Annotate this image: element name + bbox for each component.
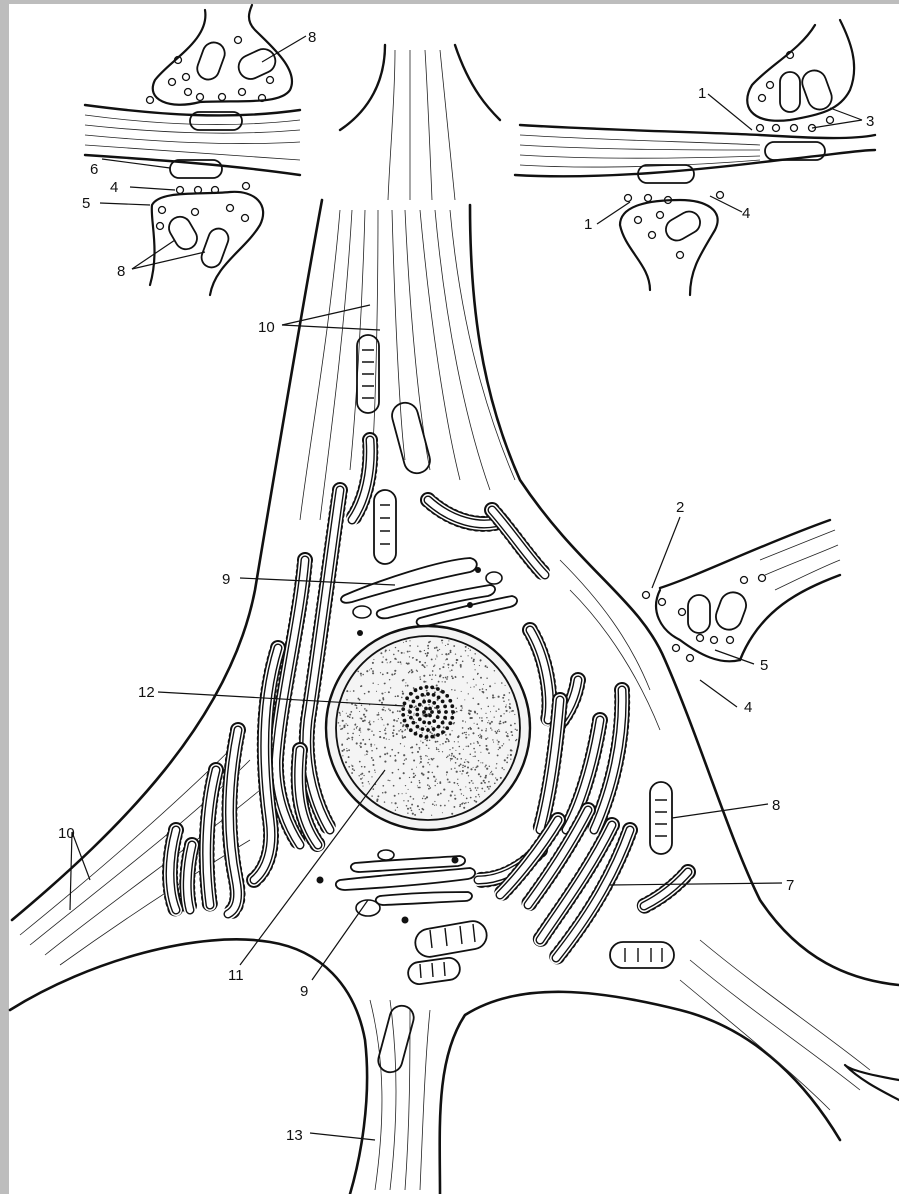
label-8-top: 8 <box>308 29 316 46</box>
label-5-right: 5 <box>760 657 768 674</box>
label-9-top: 9 <box>222 571 230 588</box>
label-11: 11 <box>228 967 244 984</box>
label-10-top: 10 <box>258 319 275 336</box>
synapse-top-right <box>515 20 875 295</box>
label-4-left: 4 <box>110 179 118 196</box>
label-3: 3 <box>866 113 874 130</box>
label-8-left: 8 <box>117 263 125 280</box>
label-8-right: 8 <box>772 797 780 814</box>
nucleus <box>326 626 530 830</box>
synapse-right <box>643 520 841 662</box>
label-7: 7 <box>786 877 794 894</box>
label-1-bottom: 1 <box>584 216 592 233</box>
labels: 8 1 3 6 4 5 1 4 8 10 2 9 5 12 4 8 10 7 1… <box>58 29 874 1144</box>
label-6: 6 <box>90 161 98 178</box>
label-10-left: 10 <box>58 825 75 842</box>
synapse-top-left <box>85 5 300 295</box>
label-4-right: 4 <box>744 699 752 716</box>
label-1-top: 1 <box>698 85 706 102</box>
label-2: 2 <box>676 499 684 516</box>
mitochondria-top-right <box>638 67 835 244</box>
label-12: 12 <box>138 684 155 701</box>
label-4-right-top: 4 <box>742 205 750 222</box>
label-13: 13 <box>286 1127 303 1144</box>
label-5-left: 5 <box>82 195 90 212</box>
label-9-bottom: 9 <box>300 983 308 1000</box>
